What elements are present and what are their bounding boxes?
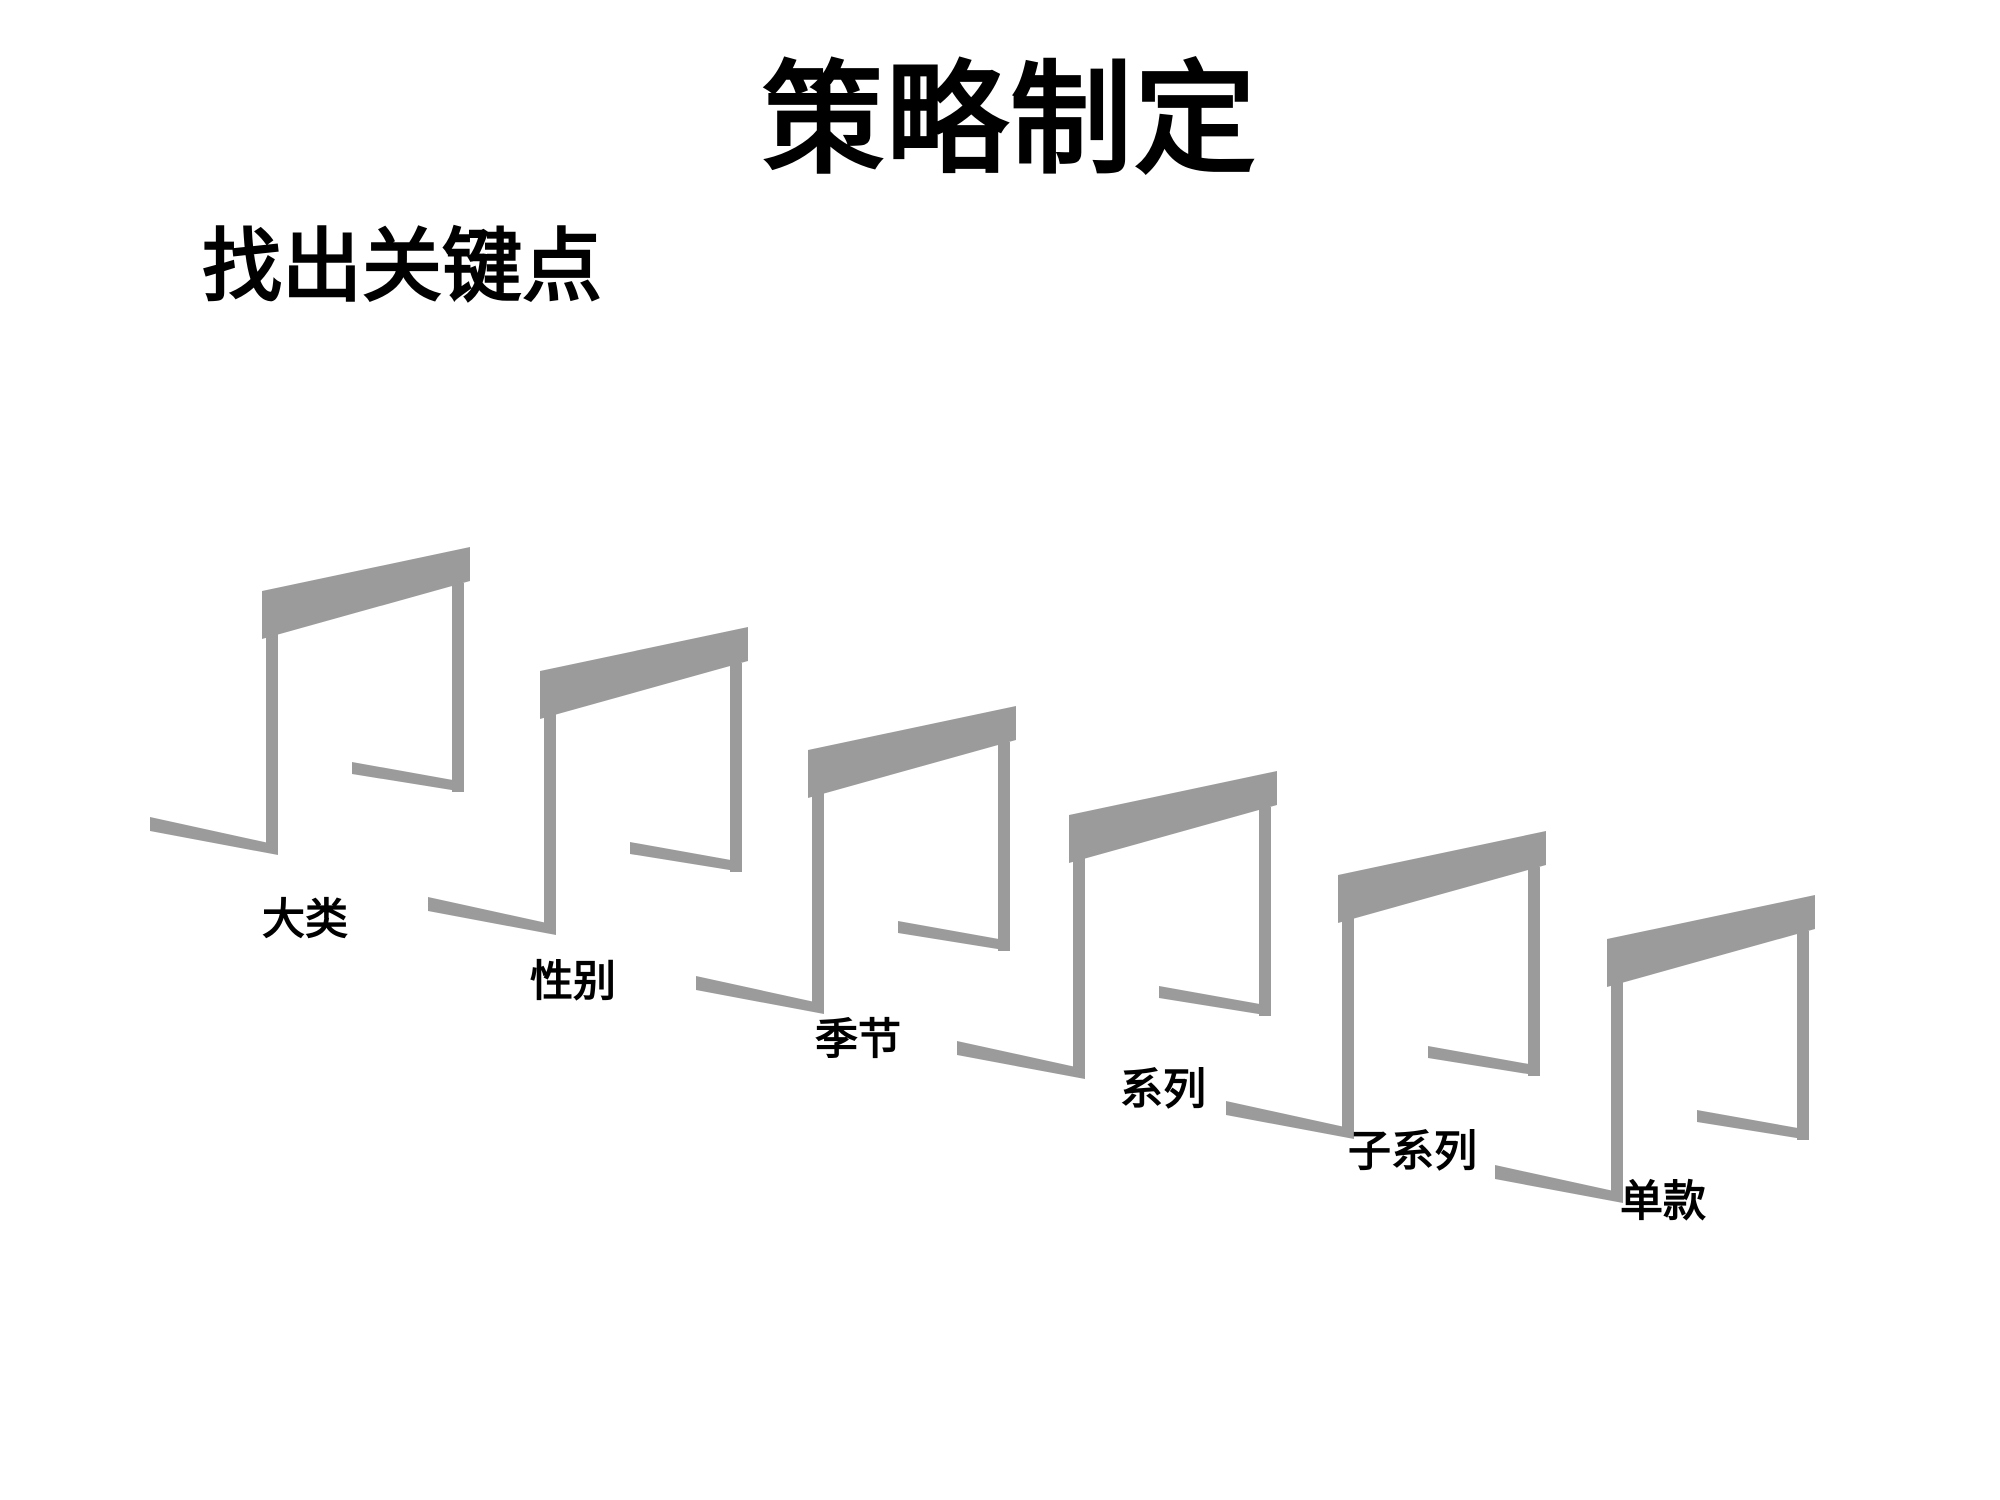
hurdle-label-2: 性别: [530, 957, 616, 1007]
subtitle: 找出关键点: [202, 219, 602, 313]
hurdle-left-leg: [1342, 915, 1354, 1129]
hurdle-left-foot: [428, 897, 556, 935]
hurdle-5: [1226, 831, 1546, 1139]
hurdle-bar: [1607, 895, 1815, 987]
hurdle-right-leg: [998, 742, 1010, 951]
hurdle-right-foot: [898, 921, 1010, 951]
hurdle-right-leg: [1259, 807, 1271, 1016]
hurdle-right-foot: [630, 842, 742, 872]
hurdle-3: [696, 706, 1016, 1014]
hurdle-4: [957, 771, 1277, 1079]
hurdle-right-foot: [352, 762, 464, 792]
hurdle-bar: [808, 706, 1016, 798]
hurdle-left-leg: [266, 631, 278, 845]
hurdle-bar: [1069, 771, 1277, 863]
hurdle-right-foot: [1428, 1046, 1540, 1076]
hurdle-left-leg: [812, 790, 824, 1004]
hurdle-label-5: 子系列: [1348, 1127, 1477, 1177]
hurdle-left-foot: [150, 817, 278, 855]
hurdle-right-leg: [1528, 867, 1540, 1076]
hurdle-left-foot: [1495, 1165, 1623, 1203]
hurdle-right-leg: [730, 663, 742, 872]
hurdle-label-4: 系列: [1120, 1065, 1206, 1115]
hurdle-bar: [540, 627, 748, 719]
hurdle-bar: [262, 547, 470, 639]
page-title: 策略制定: [762, 47, 1258, 191]
hurdle-left-foot: [957, 1041, 1085, 1079]
hurdle-label-3: 季节: [815, 1015, 901, 1065]
hurdle-left-leg: [544, 711, 556, 925]
hurdle-1: [150, 547, 470, 855]
hurdle-2: [428, 627, 748, 935]
hurdle-left-foot: [1226, 1101, 1354, 1139]
hurdle-label-1: 大类: [262, 895, 348, 945]
hurdle-label-6: 单款: [1620, 1177, 1706, 1227]
hurdle-right-leg: [1797, 931, 1809, 1140]
hurdle-left-foot: [696, 976, 824, 1014]
hurdle-bar: [1338, 831, 1546, 923]
hurdle-left-leg: [1611, 979, 1623, 1193]
hurdle-left-leg: [1073, 855, 1085, 1069]
hurdle-right-foot: [1159, 986, 1271, 1016]
hurdle-6: [1495, 895, 1815, 1203]
hurdle-right-foot: [1697, 1110, 1809, 1140]
hurdle-right-leg: [452, 583, 464, 792]
